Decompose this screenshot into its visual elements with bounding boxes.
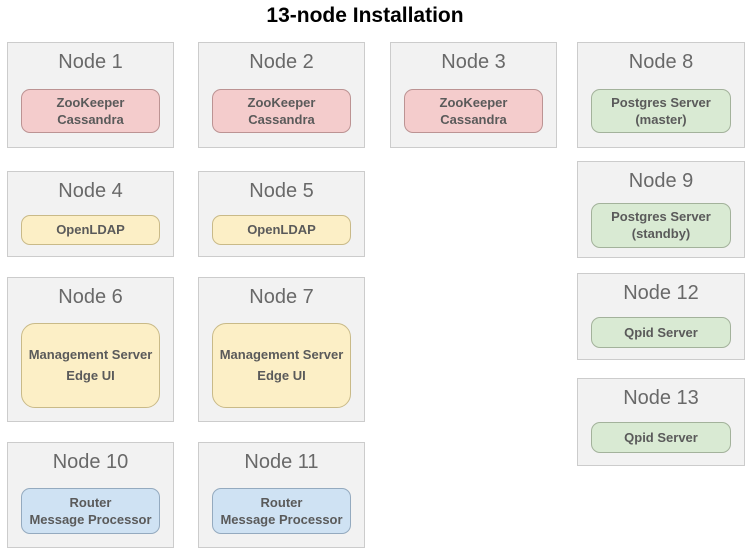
node-13-service-box: Qpid Server <box>591 422 731 453</box>
service-name: Management Server <box>219 347 344 362</box>
service-name: Management Server <box>28 347 153 362</box>
service-name: Message Processor <box>29 511 152 527</box>
diagram-title: 13-node Installation <box>266 4 464 27</box>
node-12-label: Node 12 <box>623 282 699 304</box>
service-box-wrap: OpenLDAP <box>199 203 364 256</box>
node-2-label: Node 2 <box>249 51 314 73</box>
node-4-card: Node 4 OpenLDAP <box>7 171 174 257</box>
service-name: Postgres Server <box>611 209 711 224</box>
service-box-wrap: Postgres Server (standby) <box>578 193 744 257</box>
node-12-card: Node 12 Qpid Server <box>577 273 745 360</box>
node-1-label: Node 1 <box>58 51 123 73</box>
node-6-label: Node 6 <box>58 286 123 308</box>
node-10-label: Node 10 <box>52 451 129 473</box>
service-name: Qpid Server <box>624 324 698 340</box>
service-name: ZooKeeper <box>439 94 508 110</box>
node-5-card: Node 5 OpenLDAP <box>198 171 365 257</box>
node-13-label: Node 13 <box>623 387 699 409</box>
service-name: OpenLDAP <box>56 222 125 237</box>
node-5-label: Node 5 <box>249 180 314 202</box>
node-8-card: Node 8 Postgres Server(master) <box>577 42 745 148</box>
node-9-label: Node 9 <box>628 170 694 192</box>
node-11-label: Node 11 <box>244 451 319 473</box>
service-name: Cassandra <box>248 111 315 127</box>
node-4-label: Node 4 <box>58 180 123 202</box>
service-box-wrap: Postgres Server(master) <box>578 74 744 147</box>
node-13-card: Node 13 Qpid Server <box>577 378 745 466</box>
node-12-service-box: Qpid Server <box>591 316 731 348</box>
service-name: Cassandra <box>440 111 507 127</box>
service-box-wrap: OpenLDAP <box>8 203 173 256</box>
service-name: ZooKeeper <box>247 94 316 110</box>
service-name: Postgres Server <box>611 94 711 110</box>
service-box-wrap: Qpid Server <box>578 410 744 465</box>
node-8-service-box: Postgres Server(master) <box>591 88 731 133</box>
service-name: Qpid Server <box>624 430 698 445</box>
node-4-service-box: OpenLDAP <box>21 214 160 245</box>
service-name: Message Processor <box>220 511 343 527</box>
node-7-label: Node 7 <box>249 286 314 308</box>
service-name: Router <box>69 494 112 510</box>
service-name: Cassandra <box>57 111 124 127</box>
node-9-service-box: Postgres Server (standby) <box>591 202 731 248</box>
service-box-wrap: Qpid Server <box>578 305 744 359</box>
node-5-service-box: OpenLDAP <box>212 214 351 245</box>
service-name: (standby) <box>631 226 691 241</box>
node-3-label: Node 3 <box>441 51 506 73</box>
service-name: OpenLDAP <box>247 222 316 237</box>
service-name: Edge UI <box>66 368 115 383</box>
service-name: Router <box>260 494 303 510</box>
node-8-label: Node 8 <box>628 51 694 73</box>
service-name: (master) <box>635 111 687 127</box>
service-name: ZooKeeper <box>56 94 125 110</box>
service-name: Edge UI <box>257 368 306 383</box>
node-9-card: Node 9 Postgres Server (standby) <box>577 161 745 258</box>
